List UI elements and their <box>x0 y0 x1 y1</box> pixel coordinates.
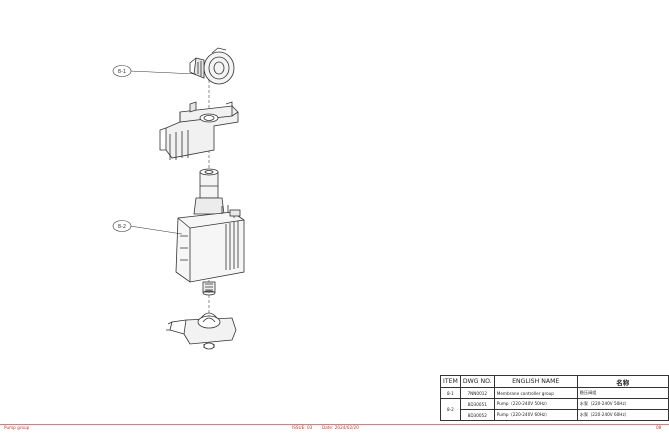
callout-bubble-8-1 <box>112 65 132 77</box>
pump-bracket-part <box>159 101 239 160</box>
row-dwg-no: 7NN0012 <box>459 387 495 399</box>
callout-label-8-1: 8-1 <box>118 69 126 75</box>
footer-date: Date: 2024/02/20 <box>322 425 359 430</box>
row-english-name: Membrane controller group <box>493 387 578 399</box>
callout-leader-8-1 <box>129 70 197 75</box>
row-chinese-name: 水泵（220-240V 60Hz） <box>576 409 669 421</box>
row-dwg-no: 8D30051 <box>459 398 495 410</box>
header-dwg-no: DWG NO. <box>459 375 495 388</box>
membrane-controller-part <box>189 47 235 85</box>
footer-issue: ISSUE: 03 <box>292 425 313 430</box>
callout-leader-8-2 <box>129 225 183 235</box>
row-chinese-name: 水泵（220-240V 50Hz） <box>576 398 669 410</box>
parts-table: ITEM DWG NO. ENGLISH NAME 名称 8-1 7NN0012… <box>440 375 669 421</box>
row-chinese-name: 稳压阀组 <box>576 387 669 399</box>
parts-table-header: ITEM DWG NO. ENGLISH NAME 名称 <box>440 375 669 388</box>
valve-head-part <box>166 312 237 350</box>
footer-rule <box>0 424 669 425</box>
row-item: 8-2 <box>440 398 461 421</box>
row-english-name: Pump（220-240V 60Hz） <box>493 409 578 421</box>
table-row: 8-1 7NN0012 Membrane controller group 稳压… <box>440 387 669 399</box>
callout-label-8-2: 8-2 <box>118 224 126 230</box>
footer-page-number: 08 <box>656 425 662 430</box>
header-english-name: ENGLISH NAME <box>493 375 578 388</box>
header-item: ITEM <box>440 375 461 388</box>
row-item: 8-1 <box>440 387 461 399</box>
callout-bubble-8-2 <box>112 220 132 232</box>
row-dwg-no: 8D30052 <box>459 409 495 421</box>
table-row: 8-2 8D30051 Pump（220-240V 50Hz） 水泵（220-2… <box>440 398 669 421</box>
row-english-name: Pump（220-240V 50Hz） <box>493 398 578 410</box>
header-chinese-name: 名称 <box>576 375 669 388</box>
footer-section-name: Pump group <box>4 425 30 430</box>
table-row: 8D30052 Pump（220-240V 60Hz） 水泵（220-240V … <box>441 409 669 421</box>
pump-part <box>175 168 245 296</box>
